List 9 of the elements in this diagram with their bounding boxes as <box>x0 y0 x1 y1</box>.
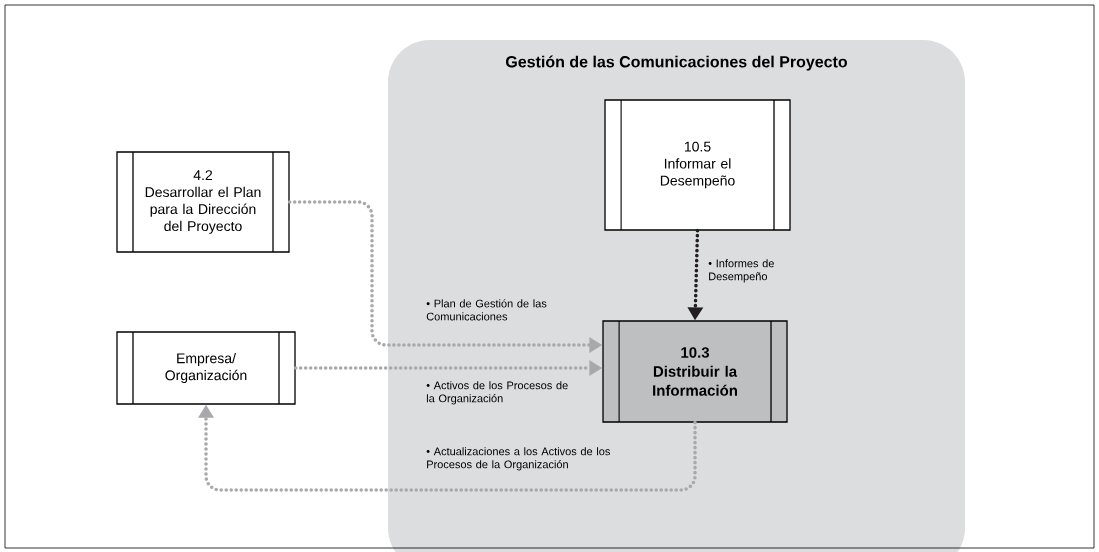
group-title: Gestión de las Comunicaciones del Proyecto <box>506 55 848 71</box>
process-box: Empresa/ Organización <box>116 331 296 405</box>
process-box: 10.3 Distribuir la Información <box>602 320 788 423</box>
edge-label: • Plan de Gestión de las Comunicaciones <box>426 299 547 321</box>
edge-label: • Activos de los Procesos de la Organización <box>426 381 568 405</box>
process-box: 10.5 Informar el Desempeño <box>604 99 791 231</box>
edge-label: • Informes de Desempeño <box>708 259 774 283</box>
process-box: 4.2 Desarrollar el Plan para la Dirección del Proyecto <box>116 151 290 253</box>
edge-label: • Actualizaciones a los Activos de los Procesos de la Organización <box>426 447 610 471</box>
